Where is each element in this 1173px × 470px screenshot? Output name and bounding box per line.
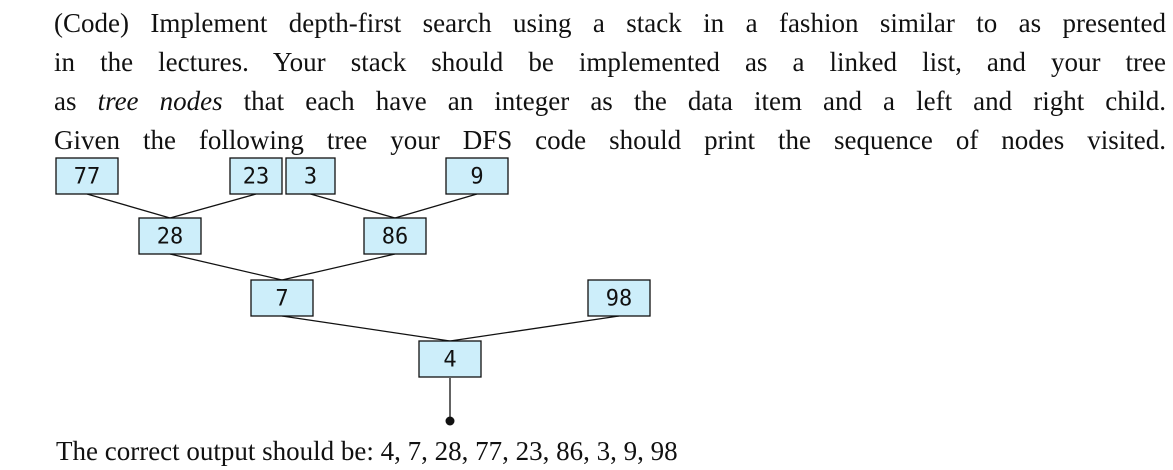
tree-edge-28-23 — [169, 193, 257, 219]
tree-node-label: 23 — [243, 165, 270, 190]
tree-edge-7-28 — [169, 253, 283, 281]
tree-node-box — [363, 217, 427, 255]
problem-line-4: Given the following tree your DFS code s… — [54, 125, 1166, 155]
tree-node-box — [445, 157, 509, 195]
tree-nodes-emphasis: tree nodes — [97, 86, 223, 116]
problem-line-3-prefix: as — [54, 86, 98, 116]
tree-node-box — [285, 157, 336, 195]
tree-node-28: 28 — [138, 217, 202, 255]
tree-node-label: 3 — [304, 165, 317, 190]
tree-node-4: 4 — [418, 340, 482, 378]
tree-node-label: 86 — [382, 225, 409, 250]
tree-edge-7-86 — [281, 253, 396, 281]
tree-node-label: 7 — [275, 287, 288, 312]
problem-statement: (Code) Implement depth-first search usin… — [54, 4, 1166, 160]
correct-output-line: The correct output should be: 4, 7, 28, … — [56, 436, 678, 466]
root-stem — [445, 378, 455, 426]
tree-node-box — [138, 217, 202, 255]
problem-line-1: (Code) Implement depth-first search usin… — [54, 8, 1166, 38]
tree-edge-86-9 — [394, 193, 478, 219]
tree-node-9: 9 — [445, 157, 509, 195]
problem-line-3-suffix: that each have an integer as the data it… — [222, 86, 1166, 116]
tree-node-box — [229, 157, 283, 195]
tree-node-label: 4 — [443, 348, 456, 373]
tree-node-7: 7 — [250, 279, 314, 317]
tree-node-box — [250, 279, 314, 317]
tree-edge-4-98 — [449, 315, 620, 342]
tree-nodes: 4 7 98 28 86 77 23 3 9 — [55, 157, 651, 378]
tree-node-label: 9 — [470, 165, 483, 190]
root-dot — [445, 416, 455, 426]
tree-node-98: 98 — [587, 279, 651, 317]
tree-node-label: 77 — [74, 165, 101, 190]
tree-node-box — [418, 340, 482, 378]
tree-node-77: 77 — [55, 157, 119, 195]
tree-node-23: 23 — [229, 157, 283, 195]
tree-node-box — [55, 157, 119, 195]
tree-node-3: 3 — [285, 157, 336, 195]
tree-edge-4-7 — [281, 315, 451, 342]
tree-edge-86-3 — [310, 193, 396, 219]
tree-edges — [86, 193, 620, 342]
tree-node-label: 98 — [606, 287, 633, 312]
tree-edge-28-77 — [86, 193, 171, 219]
problem-line-3: as tree nodes that each have an integer … — [54, 82, 1166, 121]
problem-line-2: in the lectures. Your stack should be im… — [54, 47, 1166, 77]
tree-node-box — [587, 279, 651, 317]
tree-node-label: 28 — [157, 225, 184, 250]
tree-node-86: 86 — [363, 217, 427, 255]
